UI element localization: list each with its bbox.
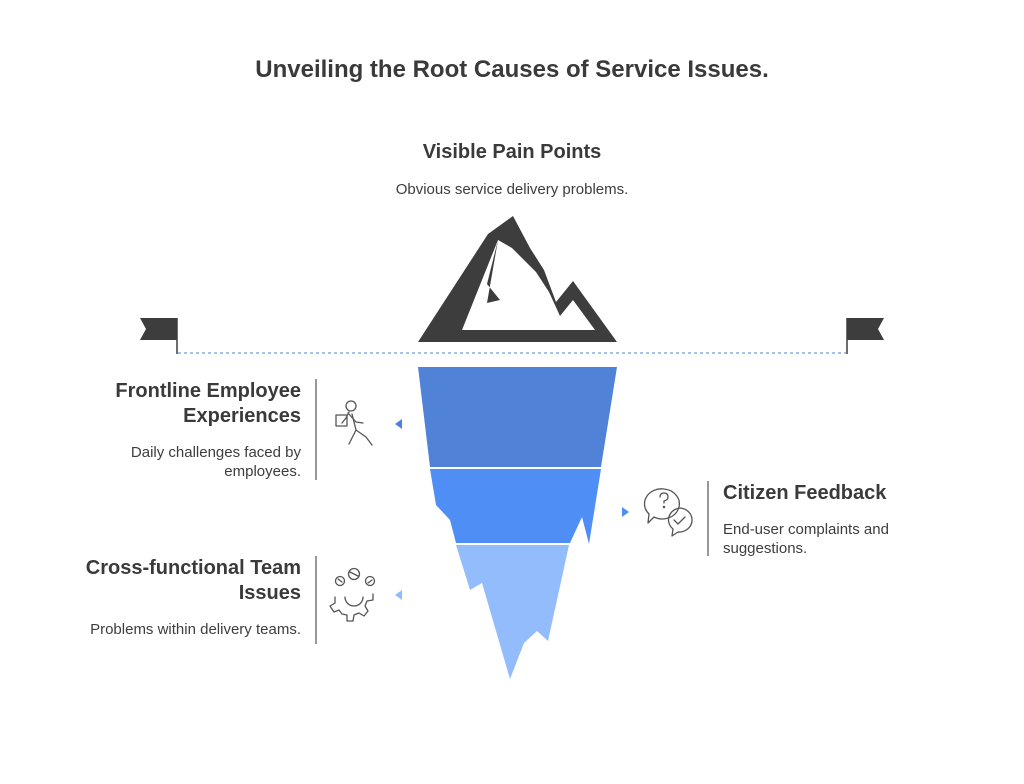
visible-pain-points-heading: Visible Pain Points — [422, 141, 602, 163]
layer-3-description: Problems within delivery teams. — [90, 621, 301, 638]
pointer-arrow-3 — [395, 590, 402, 600]
layer-1-description: Daily challenges faced by employees. — [130, 444, 301, 480]
left-flag-icon — [140, 318, 178, 354]
right-flag-icon — [846, 318, 884, 354]
iceberg-layer-3 — [456, 545, 569, 679]
page-title: Unveiling the Root Causes of Service Iss… — [255, 56, 769, 83]
layer-1-block: Frontline Employee Experiences Daily cha… — [60, 379, 301, 481]
pointer-arrow-2 — [622, 507, 629, 517]
team-gear-icon — [329, 567, 376, 622]
layer-2-description: End-user complaints and suggestions. — [723, 521, 889, 557]
iceberg-layer-1 — [418, 367, 617, 467]
pointer-arrow-1 — [395, 419, 402, 429]
layer-3-block: Cross-functional Team Issues Problems wi… — [60, 556, 301, 639]
visible-pain-points-description: Obvious service delivery problems. — [395, 181, 629, 198]
layer-2-block: Citizen Feedback End-user complaints and… — [723, 481, 923, 558]
delivery-person-icon — [335, 400, 373, 446]
chat-bubbles-icon — [643, 488, 693, 537]
iceberg-layer-2 — [430, 469, 601, 544]
mountain-tip-icon — [418, 216, 617, 342]
layer-2-heading: Citizen Feedback — [723, 482, 887, 504]
layer-1-heading: Frontline Employee Experiences — [115, 380, 301, 427]
layer-3-heading: Cross-functional Team Issues — [85, 557, 301, 604]
